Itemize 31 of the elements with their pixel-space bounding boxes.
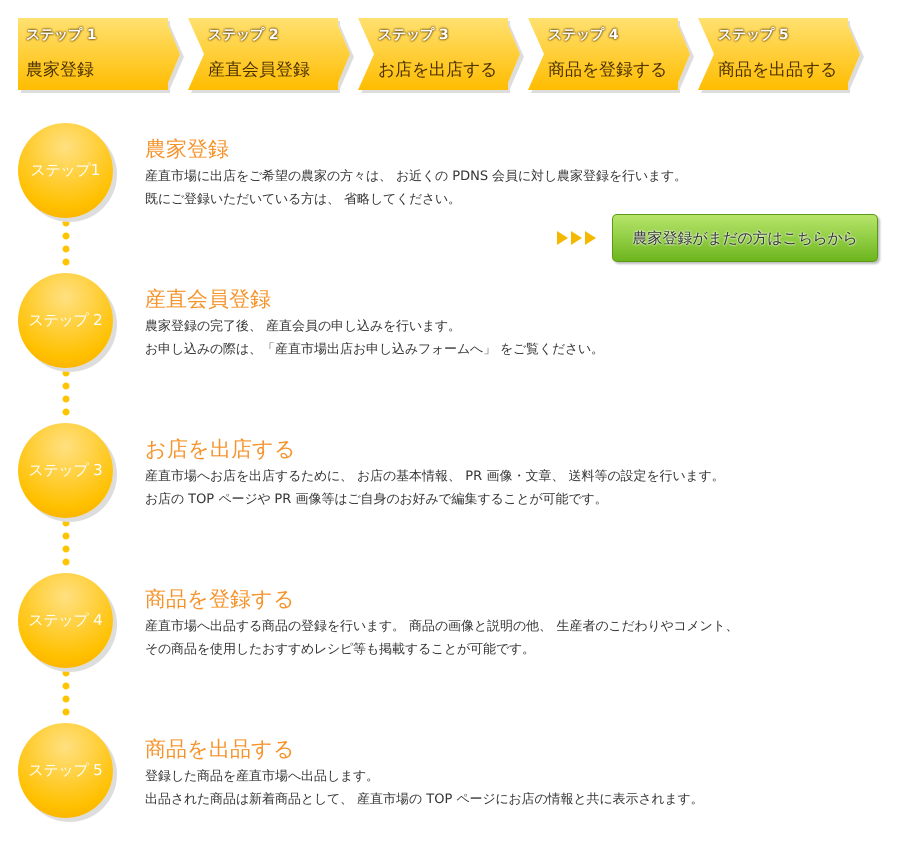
step-description: お店の TOP ページや PR 画像等はご自身のお好みで編集することが可能です。 (145, 491, 608, 509)
step-number: ステップ 4 (548, 26, 619, 44)
step-description: 産直市場へお店を出店するために、 お店の基本情報、 PR 画像・文章、 送料等の設定を行います。 (145, 468, 724, 486)
register-button: 農家登録がまだの方はこちらから (612, 214, 878, 262)
step-heading: 農家登録 (145, 136, 229, 163)
step-circle: ステップ1 (18, 123, 113, 218)
step-circle: ステップ 2 (18, 273, 113, 368)
step-circle: ステップ 4 (18, 573, 113, 668)
step-description: 農家登録の完了後、 産直会員の申し込みを行います。 (145, 318, 462, 336)
step-description: 出品された商品は新着商品として、 産直市場の TOP ページにお店の情報と共に表示されます。 (145, 791, 704, 809)
step-description: お申し込みの際は、「産直市場出店お申し込みフォームへ」 をご覧ください。 (145, 341, 604, 359)
step-description: 既にご登録いただいている方は、 省略してください。 (145, 191, 462, 209)
step-heading: お店を出店する (145, 436, 296, 463)
step-heading: 商品を登録する (145, 586, 295, 613)
step-number: ステップ 3 (378, 26, 449, 44)
step-heading: 商品を出品する (145, 736, 295, 763)
step-title: 産直会員登録 (208, 59, 310, 81)
step-number: ステップ 2 (208, 26, 279, 44)
step-number: ステップ 5 (718, 26, 789, 44)
step-circle: ステップ 5 (18, 723, 113, 818)
step-number: ステップ 1 (26, 26, 97, 44)
step-title: 商品を登録する (548, 59, 667, 81)
step-heading: 産直会員登録 (145, 286, 271, 313)
step-title: お店を出店する (378, 59, 497, 81)
step-circle: ステップ 3 (18, 423, 113, 518)
step-description: 産直市場に出店をご希望の農家の方々は、 お近くの PDNS 会員に対し農家登録を行います。 (145, 168, 688, 186)
step-title: 商品を出品する (718, 59, 837, 81)
step-description: その商品を使用したおすすめレシピ等も掲載することが可能です。 (145, 641, 535, 659)
step-description: 登録した商品を産直市場へ出品します。 (145, 768, 379, 786)
step-title: 農家登録 (26, 59, 94, 81)
step-description: 産直市場へ出品する商品の登録を行います。 商品の画像と説明の他、 生産者のこだわりやコメント、 (145, 618, 738, 636)
